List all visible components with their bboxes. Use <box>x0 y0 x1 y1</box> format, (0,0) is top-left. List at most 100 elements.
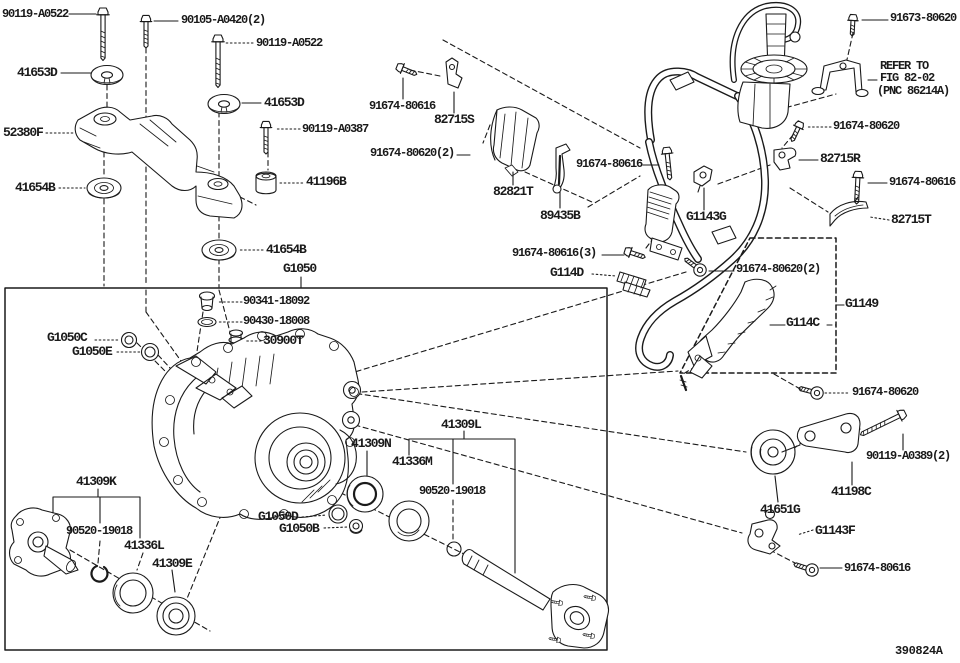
part-label: 41309K <box>76 474 117 489</box>
part-label: 41654B <box>266 242 307 257</box>
bracket-82715s <box>445 57 463 89</box>
part-label: 90105-A0420(2) <box>181 13 266 27</box>
part-label: 91674-80616 <box>369 99 436 113</box>
part-label: 91674-80620 <box>852 385 919 399</box>
clamp-g1143g <box>693 165 713 193</box>
part-label: 91674-80620(2) <box>736 262 821 276</box>
part-label: 90341-18092 <box>243 294 310 308</box>
part-label: 41336L <box>124 538 165 553</box>
part-label: 90119-A0389(2) <box>866 449 951 463</box>
damper-41651g <box>750 429 796 475</box>
harness-group <box>394 2 869 371</box>
part-label: 82821T <box>493 184 534 199</box>
support-52380f <box>74 106 243 219</box>
part-label: 90520-19018 <box>419 484 486 498</box>
bearing-41309n <box>346 475 384 513</box>
tube-connector <box>711 225 737 245</box>
bracket-41309l <box>408 430 516 574</box>
note-line: REFER TO <box>880 59 929 73</box>
companion-flange-group <box>8 507 79 577</box>
note-line: (PNC 86214A) <box>877 84 950 98</box>
bearing-41336m <box>388 500 430 542</box>
part-label: 82715S <box>434 112 475 127</box>
part-label: 90119-A0522 <box>256 36 323 50</box>
part-label: 91674-80616 <box>844 561 911 575</box>
part-label: 41653D <box>264 95 305 110</box>
part-label: G1050D <box>258 509 299 524</box>
part-label: 90520-19018 <box>66 524 133 538</box>
part-label: 90430-18008 <box>243 314 310 328</box>
part-label: 41198C <box>831 484 872 499</box>
plug-g1050b <box>348 518 364 534</box>
stud <box>679 374 688 392</box>
part-label: 41336M <box>392 454 433 469</box>
support-bracket-group <box>74 7 277 261</box>
part-label: 91674-80620(2) <box>370 146 455 160</box>
cushion-41196b <box>255 171 277 195</box>
g1149-group-box <box>679 237 837 374</box>
washer-41653d-right <box>207 93 241 115</box>
part-label: 52380F <box>3 125 44 140</box>
part-label: 89435B <box>540 208 581 223</box>
part-label: 41653D <box>17 65 58 80</box>
part-label: 41654B <box>15 180 56 195</box>
ring-g1050d <box>328 504 348 524</box>
oring-g1050e <box>140 342 160 362</box>
bracket-82715r <box>773 147 797 171</box>
part-label: G1143G <box>686 209 727 224</box>
part-label: 91673-80620 <box>890 11 957 25</box>
g1149-group <box>679 237 837 392</box>
tube-connector <box>669 71 695 91</box>
snap-ring-90520-left <box>90 564 109 583</box>
gasket-90430 <box>197 316 217 328</box>
figure-code: 390824A <box>895 644 943 658</box>
part-label: 41309E <box>152 556 193 571</box>
snap-ring-90520-right <box>446 541 462 557</box>
part-label: 90119-A0387 <box>302 122 369 136</box>
bracket-g1143f <box>747 508 781 555</box>
part-label: 91674-80616 <box>576 157 643 171</box>
part-label: G1050B <box>279 521 320 536</box>
part-label: 30900T <box>263 333 304 348</box>
wedge-g114d <box>616 271 651 298</box>
part-label: 41309L <box>441 417 482 432</box>
part-label: G1050E <box>72 344 113 359</box>
part-label: G1050C <box>47 330 88 345</box>
part-label: 91674-80616 <box>889 175 956 189</box>
leader-lines <box>45 13 904 593</box>
bearing-41336l <box>112 572 154 614</box>
corrugated-part <box>644 184 683 261</box>
washer-41653d-left <box>90 64 124 86</box>
part-label: 91674-80620 <box>833 119 900 133</box>
strip-82715t <box>829 200 869 227</box>
part-label: G1143F <box>815 523 856 538</box>
part-label: 91674-80616(3) <box>512 246 597 260</box>
pump-assembly <box>729 2 808 129</box>
transaxle-group-box <box>4 287 608 651</box>
damper-group <box>747 381 909 579</box>
transaxle-group <box>4 287 610 651</box>
protector-82821t <box>490 106 540 177</box>
washer-41654b-right <box>201 239 237 261</box>
part-label: 82715R <box>820 151 861 166</box>
part-label: G1050 <box>283 261 317 276</box>
part-label: 41196B <box>306 174 347 189</box>
note-line: FIG 82-02 <box>880 71 935 85</box>
part-label: 41309N <box>351 436 392 451</box>
duct-g114c <box>687 278 777 379</box>
plug-90341 <box>198 291 216 312</box>
sensor-89435b <box>552 143 571 194</box>
seal-41309e <box>156 596 196 636</box>
part-label: G1149 <box>845 296 879 311</box>
transaxle-body <box>151 328 362 520</box>
bracket-41198c <box>781 412 861 454</box>
part-label: 41651G <box>760 502 801 517</box>
part-label: 82715T <box>891 212 932 227</box>
part-label: G114C <box>786 315 820 330</box>
washer-41654b-left <box>86 177 122 199</box>
grommet-g1050c <box>120 331 138 349</box>
part-label: 90119-A0522 <box>2 7 69 21</box>
axle-shaft-41309l <box>461 549 610 649</box>
